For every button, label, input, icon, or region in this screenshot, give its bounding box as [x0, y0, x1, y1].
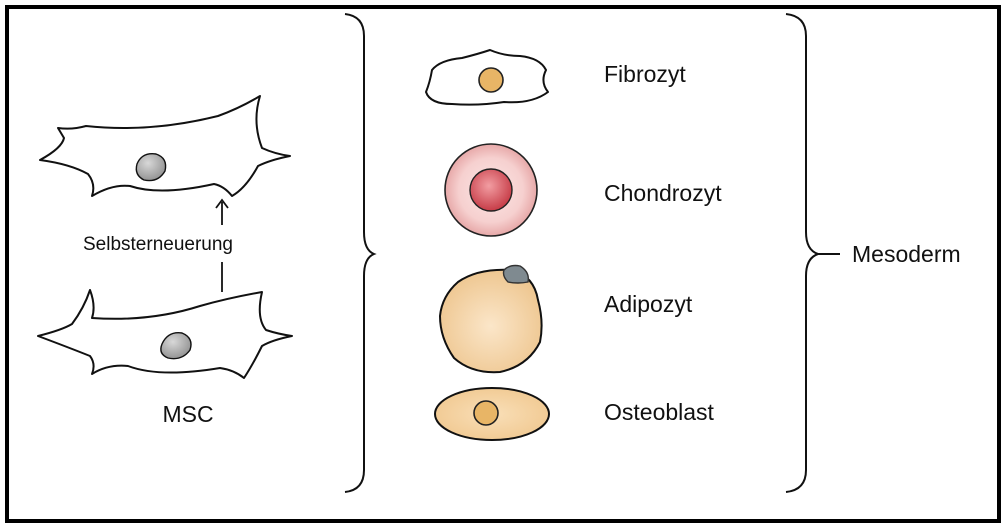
- osteoblast-label: Osteoblast: [604, 399, 715, 425]
- renewal-label: Selbsterneuerung: [83, 234, 233, 255]
- msc-bottom-cell: [38, 290, 292, 378]
- adipocyte-label: Adipozyt: [604, 291, 693, 317]
- right-brace: [786, 14, 818, 492]
- msc-nucleus-icon: [136, 154, 165, 181]
- fibrocyte-label: Fibrozyt: [604, 61, 686, 87]
- adipocyte-icon: [440, 266, 542, 373]
- chondrocyte-label: Chondrozyt: [604, 180, 722, 206]
- msc-top-cell: [40, 96, 290, 196]
- chondrocyte-icon: [445, 144, 537, 236]
- msc-label: MSC: [162, 401, 213, 427]
- mesoderm-label: Mesoderm: [852, 241, 961, 267]
- fibrocyte-icon: [426, 50, 548, 105]
- osteoblast-icon: [435, 388, 549, 440]
- left-brace: [345, 14, 374, 492]
